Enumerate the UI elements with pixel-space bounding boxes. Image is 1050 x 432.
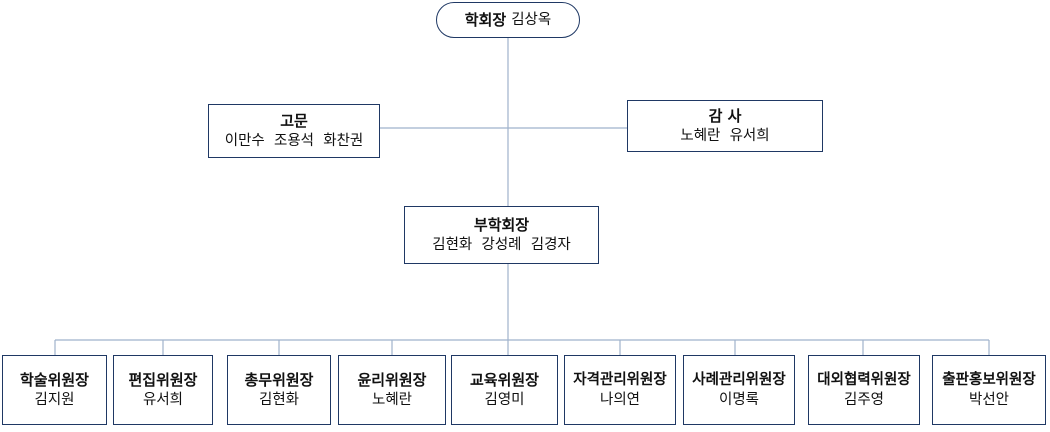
committee-title: 자격관리위원장	[573, 371, 667, 388]
committee-chair: 이명록	[718, 391, 760, 408]
committee-box: 교육위원장 김영미	[451, 355, 558, 425]
committee-title: 출판홍보위원장	[942, 371, 1036, 388]
committee-box: 자격관리위원장 나의연	[564, 355, 676, 425]
auditor-title: 감 사	[708, 106, 742, 125]
committee-title: 학술위원장	[19, 370, 89, 389]
auditor-box: 감 사 노혜란 유서희	[627, 100, 823, 152]
committee-title: 윤리위원장	[357, 370, 427, 389]
committee-title: 편집위원장	[128, 370, 198, 389]
president-name: 김상옥	[511, 11, 552, 28]
committee-title: 사례관리위원장	[692, 371, 786, 388]
committee-box: 출판홍보위원장 박선안	[932, 355, 1046, 425]
committee-box: 대외협력위원장 김주영	[808, 355, 920, 425]
committee-title: 교육위원장	[469, 370, 539, 389]
committee-title: 대외협력위원장	[817, 371, 911, 388]
committee-chair: 나의연	[599, 391, 641, 408]
auditor-names: 노혜란 유서희	[680, 127, 770, 144]
committee-box: 학술위원장 김지원	[2, 355, 107, 425]
president-box: 학회장 김상옥	[436, 2, 580, 38]
vice-president-title: 부학회장	[473, 215, 530, 234]
committee-chair: 김현화	[258, 391, 300, 408]
advisor-title: 고문	[280, 111, 308, 130]
advisor-names: 이만수 조용석 화찬권	[224, 132, 364, 149]
committee-chair: 노혜란	[371, 391, 413, 408]
committee-box: 총무위원장 김현화	[227, 355, 331, 425]
committee-title: 총무위원장	[244, 370, 314, 389]
committee-chair: 김지원	[34, 391, 75, 408]
committee-chair: 유서희	[142, 391, 184, 408]
committee-box: 윤리위원장 노혜란	[338, 355, 446, 425]
vice-president-names: 김현화 강성례 김경자	[432, 236, 571, 253]
committee-chair: 박선안	[968, 391, 1010, 408]
president-title: 학회장	[464, 11, 507, 29]
vice-president-box: 부학회장 김현화 강성례 김경자	[404, 206, 599, 264]
committee-box: 편집위원장 유서희	[113, 355, 213, 425]
committee-chair: 김영미	[484, 391, 525, 408]
committee-box: 사례관리위원장 이명록	[683, 355, 795, 425]
advisor-box: 고문 이만수 조용석 화찬권	[208, 104, 380, 158]
committee-chair: 김주영	[843, 391, 885, 408]
